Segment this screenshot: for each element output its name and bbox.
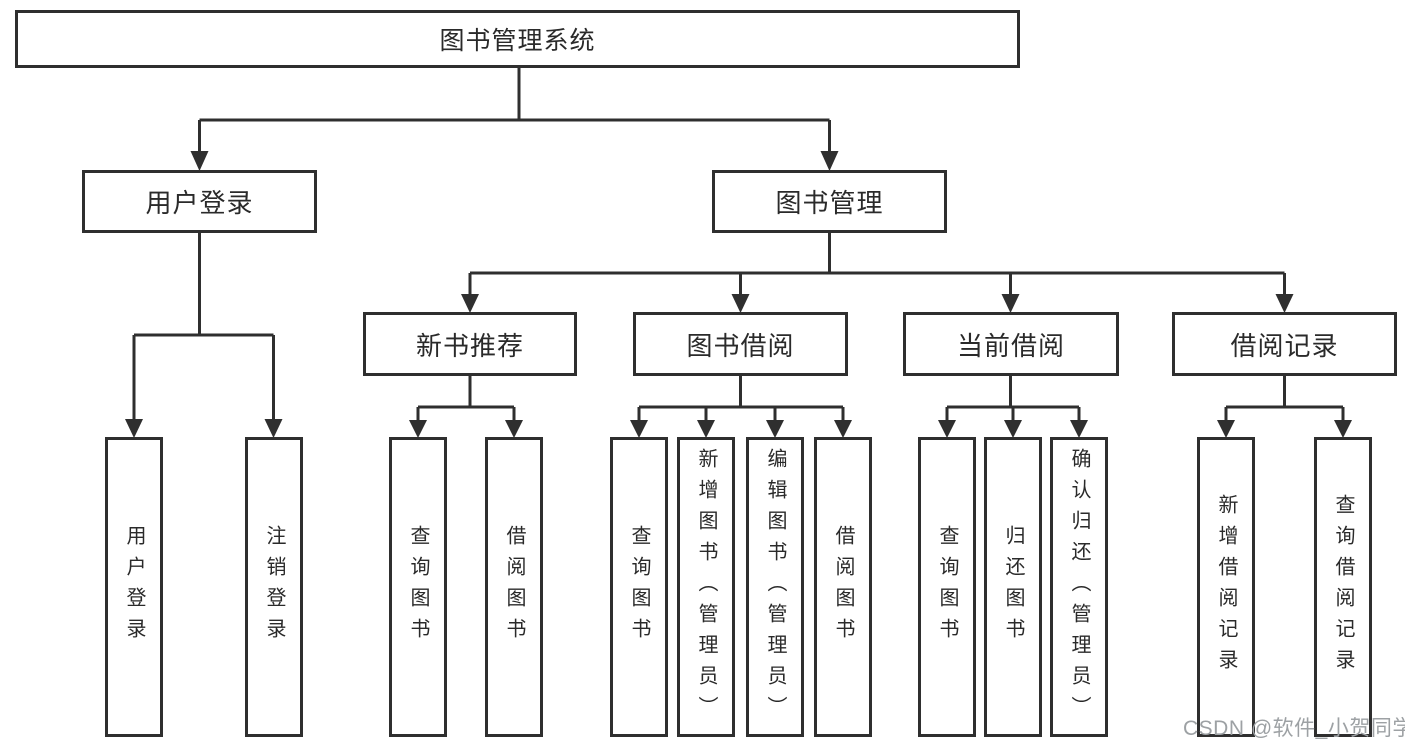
- node-root-label: 图书管理系统: [439, 27, 596, 55]
- leaf-borrow-books: 借阅图书: [814, 437, 872, 737]
- node-new-book-recommend: 新书推荐: [363, 312, 577, 376]
- leaf-add-borrow-record: 新增借阅记录: [1197, 437, 1255, 737]
- leaf-query-books-borrowing: 查询图书: [610, 437, 668, 737]
- csdn-watermark: CSDN @软件_小贺同学: [1183, 717, 1405, 740]
- leaf-query-books-current: 查询图书: [918, 437, 976, 737]
- leaf-user-login: 用户登录: [105, 437, 163, 737]
- leaf-query-borrow-record: 查询借阅记录: [1314, 437, 1372, 737]
- leaf-query-books-current-label: 查询图书: [936, 525, 958, 649]
- node-new-book-recommend-label: 新书推荐: [415, 330, 524, 361]
- node-root: 图书管理系统: [15, 10, 1020, 68]
- leaf-borrow-books-recommend: 借阅图书: [485, 437, 543, 737]
- leaf-return-books: 归还图书: [984, 437, 1042, 737]
- leaf-confirm-return-admin: 确认归还（管理员）: [1050, 437, 1108, 737]
- leaf-borrow-books-recommend-label: 借阅图书: [503, 525, 525, 649]
- leaf-logout-login: 注销登录: [245, 437, 303, 737]
- leaf-confirm-return-admin-label: 确认归还（管理员）: [1068, 447, 1090, 727]
- leaf-logout-login-label: 注销登录: [263, 525, 285, 649]
- leaf-add-books-admin: 新增图书（管理员）: [677, 437, 735, 737]
- leaf-add-books-admin-label: 新增图书（管理员）: [695, 447, 717, 727]
- node-current-borrowing-label: 当前借阅: [956, 330, 1065, 361]
- leaf-query-borrow-record-label: 查询借阅记录: [1332, 494, 1354, 680]
- leaf-query-books-borrowing-label: 查询图书: [628, 525, 650, 649]
- leaf-query-books-recommend: 查询图书: [389, 437, 447, 737]
- leaf-query-books-recommend-label: 查询图书: [407, 525, 429, 649]
- leaf-edit-books-admin: 编辑图书（管理员）: [746, 437, 804, 737]
- leaf-borrow-books-label: 借阅图书: [832, 525, 854, 649]
- node-book-management: 图书管理: [712, 170, 947, 233]
- node-borrowing-records: 借阅记录: [1172, 312, 1397, 376]
- node-book-borrowing-label: 图书借阅: [686, 330, 795, 361]
- node-user-login-label: 用户登录: [145, 188, 254, 218]
- leaf-return-books-label: 归还图书: [1002, 525, 1024, 649]
- arrowheads: [125, 151, 1352, 438]
- node-borrowing-records-label: 借阅记录: [1230, 330, 1339, 361]
- node-current-borrowing: 当前借阅: [903, 312, 1119, 376]
- node-book-management-label: 图书管理: [775, 188, 884, 218]
- leaf-user-login-label: 用户登录: [123, 525, 145, 649]
- leaf-edit-books-admin-label: 编辑图书（管理员）: [764, 447, 786, 727]
- leaf-add-borrow-record-label: 新增借阅记录: [1215, 494, 1237, 680]
- node-book-borrowing: 图书借阅: [633, 312, 848, 376]
- node-user-login: 用户登录: [82, 170, 317, 233]
